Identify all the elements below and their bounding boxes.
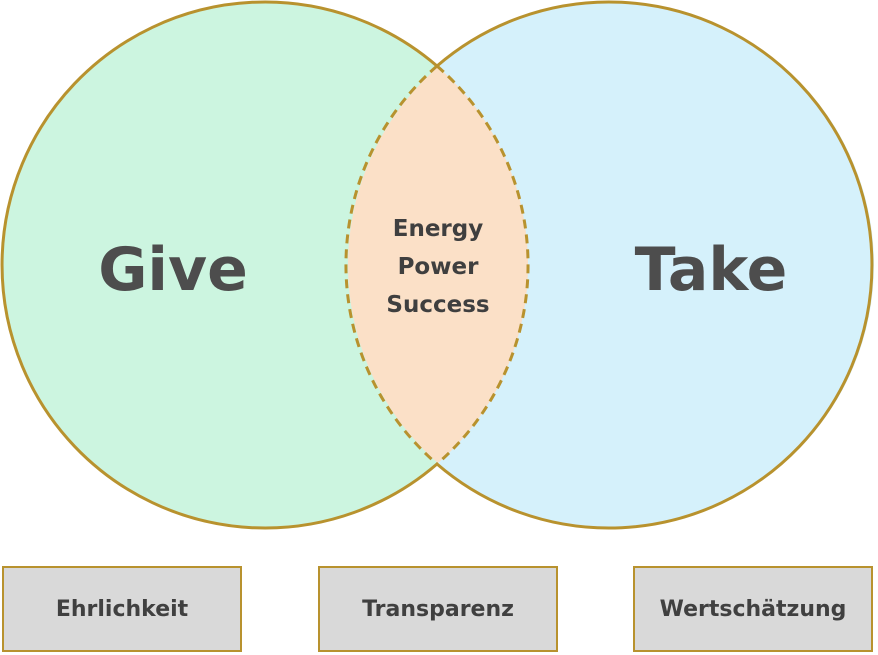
- give-label: Give: [98, 235, 248, 305]
- intersection-left-arc: [344, 64, 438, 466]
- take-label: Take: [635, 235, 788, 305]
- intersection-area: [348, 2, 528, 528]
- give-circle-outline: [0, 0, 438, 530]
- value-box-label: Ehrlichkeit: [55, 596, 189, 622]
- value-box-transparenz: Transparenz: [318, 566, 558, 652]
- value-box-label: Transparenz: [362, 596, 514, 622]
- intersection-line-energy: Energy: [393, 216, 483, 242]
- value-box-wertschaetzung: Wertschätzung: [633, 566, 873, 652]
- value-box-label: Wertschätzung: [659, 596, 847, 622]
- intersection-line-success: Success: [386, 292, 489, 318]
- take-circle-outline: [436, 0, 874, 530]
- intersection-right-arc: [436, 64, 530, 466]
- value-box-ehrlichkeit: Ehrlichkeit: [2, 566, 242, 652]
- intersection-line-power: Power: [398, 254, 480, 280]
- venn-diagram: Give Take Energy Power Success: [0, 0, 874, 530]
